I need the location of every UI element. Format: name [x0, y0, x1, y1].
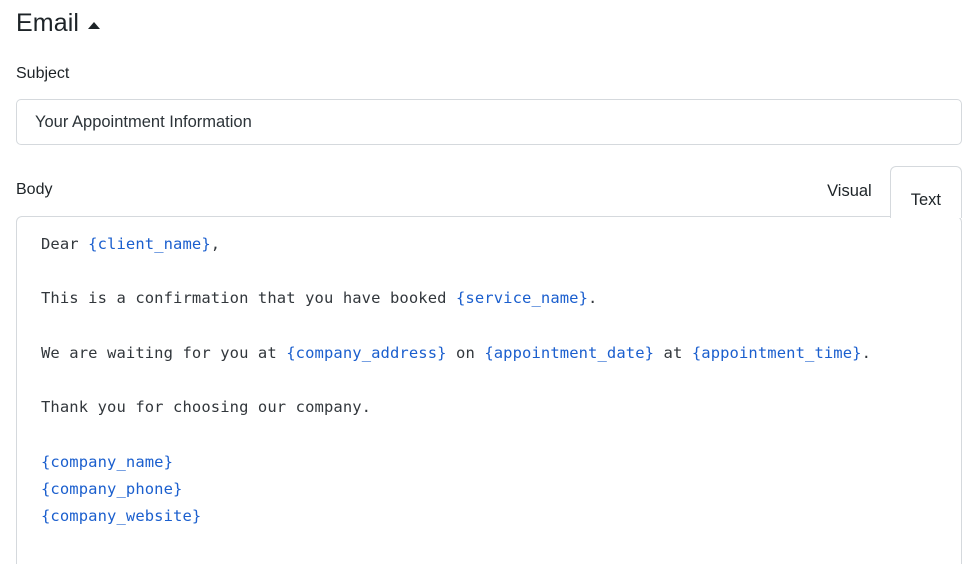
body-text-run: on	[446, 343, 485, 362]
placeholder-token: {company_name}	[41, 452, 174, 471]
page-title: Email	[16, 9, 80, 37]
placeholder-token: {company_phone}	[41, 479, 183, 498]
tab-visual[interactable]: Visual	[809, 166, 890, 216]
placeholder-token: {company_address}	[286, 343, 447, 362]
placeholder-token: {company_website}	[41, 507, 202, 526]
body-text-run: ,	[210, 235, 221, 253]
placeholder-token: {appointment_time}	[691, 343, 862, 362]
body-textarea[interactable]: Dear {client_name}, This is a confirmati…	[16, 216, 962, 564]
tab-text[interactable]: Text	[889, 166, 962, 218]
placeholder-token: {service_name}	[456, 289, 589, 308]
body-text-run: at	[654, 343, 692, 362]
body-content[interactable]: Dear {client_name}, This is a confirmati…	[17, 217, 961, 530]
body-text-run: .	[588, 289, 598, 308]
editor-tabs: Visual Text	[809, 166, 962, 218]
subject-input[interactable]	[16, 99, 962, 145]
body-label: Body	[16, 181, 53, 198]
caret-up-icon[interactable]	[88, 21, 101, 29]
subject-label: Subject	[16, 65, 70, 82]
body-text-run: We are waiting for you at	[41, 343, 287, 362]
body-text-run: Dear	[41, 235, 89, 253]
body-text-run: .	[861, 343, 872, 362]
placeholder-token: {client_name}	[88, 235, 211, 253]
email-section-header[interactable]: Email	[16, 8, 101, 38]
placeholder-token: {appointment_date}	[484, 343, 655, 362]
body-text-run: Thank you for choosing our company.	[41, 398, 372, 417]
body-text-run: This is a confirmation that you have boo…	[41, 289, 456, 308]
